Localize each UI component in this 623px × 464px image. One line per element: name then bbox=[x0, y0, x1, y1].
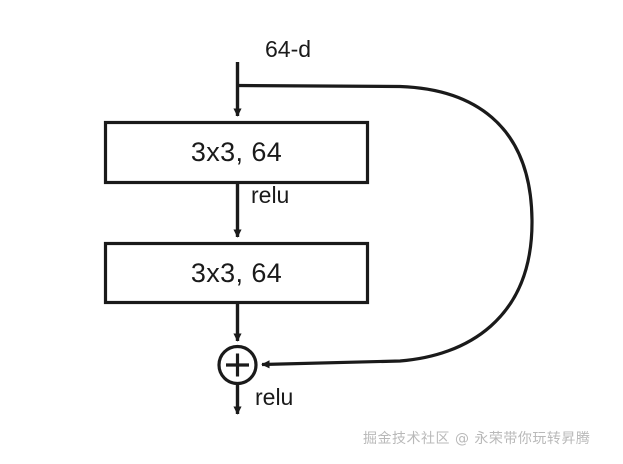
edge-skip-connection bbox=[237, 83, 534, 369]
input-dimension-label: 64-d bbox=[265, 36, 312, 62]
relu-label-after-add: relu bbox=[255, 384, 294, 410]
conv-box-1 bbox=[103, 120, 370, 185]
relu-label-after-conv1: relu bbox=[251, 182, 290, 208]
watermark-text: 掘金技术社区 @ 永荣带你玩转昇腾 bbox=[363, 431, 591, 447]
conv-box-2-label: 3x3, 64 bbox=[190, 258, 283, 288]
conv-box-2 bbox=[103, 241, 370, 305]
conv-box-1-label: 3x3, 64 bbox=[190, 137, 283, 167]
